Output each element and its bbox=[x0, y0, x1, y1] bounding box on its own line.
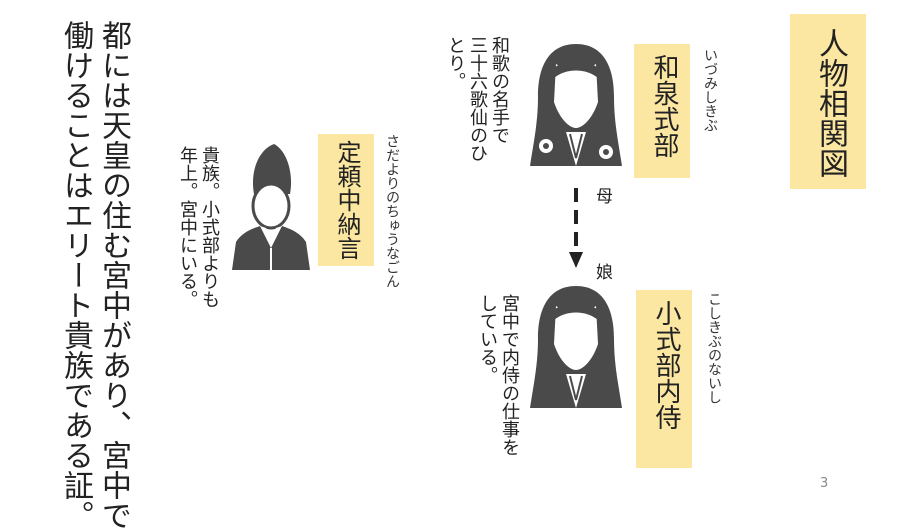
sadayori-desc-line-2: 年上。宮中にいる。 bbox=[177, 146, 198, 308]
main-note-line-2: 働けることはエリート貴族である証。 bbox=[58, 20, 93, 530]
koshikibu-desc-line-1: 宮中で内侍の仕事を bbox=[499, 294, 520, 456]
koshikibu-desc-line-2: している。 bbox=[477, 294, 498, 384]
page-number: 3 bbox=[820, 476, 829, 491]
koshikibu-description: 宮中で内侍の仕事を している。 bbox=[476, 294, 520, 456]
main-note: 都には天皇の住む宮中があり、宮中で 働けることはエリート貴族である証。 bbox=[56, 20, 132, 530]
izumi-description: 和歌の名手で 三十六歌仙のひ とり。 bbox=[444, 36, 510, 162]
sadayori-reading: さだよりのちゅうなごん bbox=[384, 134, 400, 288]
koshikibu-name: 小式部内侍 bbox=[651, 300, 681, 430]
relation-arrow bbox=[569, 188, 583, 268]
relation-mother-label: 母 bbox=[596, 187, 613, 207]
izumi-desc-line-1: 和歌の名手で bbox=[489, 36, 510, 144]
izumi-desc-line-2: 三十六歌仙のひ bbox=[467, 36, 488, 162]
izumi-desc-line-3: とり。 bbox=[445, 36, 466, 90]
sadayori-desc-line-1: 貴族。小式部よりも bbox=[199, 146, 220, 308]
sadayori-name: 定頼中納言 bbox=[333, 140, 361, 260]
koshikibu-name-box: 小式部内侍 bbox=[636, 290, 692, 468]
page-title: 人物相関図 bbox=[813, 28, 848, 178]
izumi-name-box: 和泉式部 bbox=[634, 44, 690, 178]
woman-kimono-icon bbox=[530, 44, 622, 166]
title-box: 人物相関図 bbox=[790, 14, 866, 189]
relation-daughter-label: 娘 bbox=[596, 263, 613, 283]
sadayori-description: 貴族。小式部よりも 年上。宮中にいる。 bbox=[176, 146, 220, 308]
izumi-name: 和泉式部 bbox=[649, 54, 679, 158]
izumi-reading: いづみしきぶ bbox=[702, 48, 718, 132]
sadayori-name-box: 定頼中納言 bbox=[318, 134, 374, 266]
koshikibu-reading: こしきぶのないし bbox=[706, 292, 722, 404]
main-note-line-1: 都には天皇の住む宮中があり、宮中で bbox=[96, 20, 131, 530]
nobleman-eboshi-icon bbox=[232, 144, 310, 270]
woman-kimono-icon bbox=[530, 286, 622, 408]
